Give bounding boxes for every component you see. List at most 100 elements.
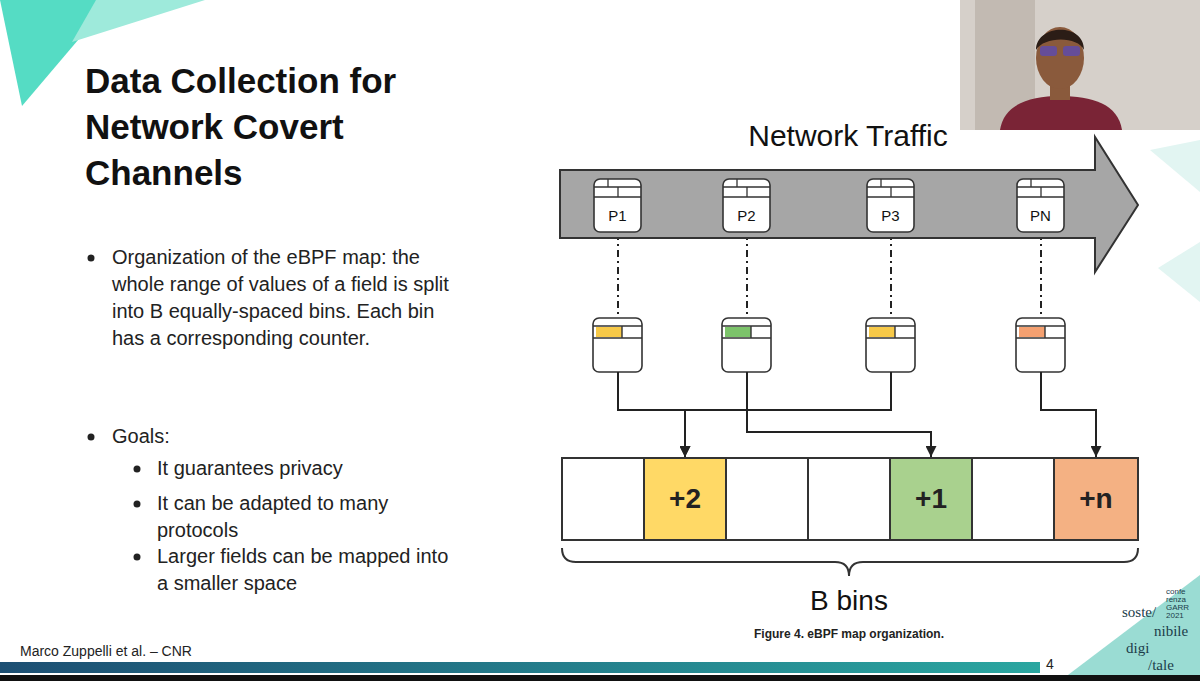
logo-text-holder: soste/: [1122, 604, 1166, 620]
logo-triangle: [1060, 575, 1200, 681]
dashed-connector: [617, 233, 619, 318]
counter-value: +n: [1079, 482, 1112, 516]
dashed-connector: [1040, 233, 1042, 318]
bin-label-holder: +2: [669, 482, 701, 516]
logo-text: 2021: [1166, 612, 1200, 620]
logo-text: nibile: [1154, 623, 1198, 639]
bullet-dot: [134, 554, 141, 561]
logo-text: renza: [1166, 596, 1200, 604]
logo-text-holder: nibile: [1154, 623, 1198, 639]
logo-text: digi: [1126, 640, 1166, 656]
webcam-glasses: [1040, 46, 1057, 56]
sub-bullet-text-holder: Larger fields can be mapped into a small…: [157, 543, 457, 597]
pale-triangle: [1158, 242, 1200, 302]
brace-label-holder: B bins: [749, 584, 949, 618]
author-footer-holder: Marco Zuppelli et al. – CNR: [20, 643, 420, 660]
packet-header: [867, 179, 914, 197]
traffic-arrow: Network TrafficP1 P2 P3 PN: [555, 112, 1145, 276]
solid-connector: [685, 372, 891, 457]
packet-label-holder: P1: [593, 198, 642, 233]
packet-outline: [1017, 179, 1064, 232]
packet-header: [723, 179, 770, 197]
teal-triangle: [72, 0, 205, 42]
packet-body: [1016, 318, 1065, 372]
dashed-connector: [746, 233, 748, 318]
packet-icon: [593, 318, 642, 372]
bottom-band: [0, 675, 1200, 681]
packet-label-holder: P3: [866, 198, 915, 233]
connector: [1041, 233, 1096, 457]
packet-label: P2: [737, 207, 755, 225]
webcam-shirt: [1000, 96, 1122, 130]
packet-field: [1019, 327, 1045, 337]
bullet-text: Goals:: [112, 423, 412, 450]
packet-shape: [1016, 178, 1065, 233]
page-number-holder: 4: [1046, 656, 1070, 673]
page-number: 4: [1046, 656, 1070, 673]
arrow-heading-holder: Network Traffic: [555, 118, 1141, 154]
logo-text: confe: [1166, 588, 1200, 596]
author-footer: Marco Zuppelli et al. – CNR: [20, 643, 420, 660]
bin-label-holder: +1: [915, 482, 947, 516]
webcam-view: [960, 0, 1200, 130]
packet-label: P1: [608, 207, 626, 225]
figure-caption-holder: Figure 4. eBPF map organization.: [679, 626, 1019, 642]
logo-text: GARR: [1166, 604, 1200, 612]
counter-bin: +1: [889, 457, 973, 541]
sub-bullet-text: Larger fields can be mapped into a small…: [157, 543, 457, 597]
packet-icons: [593, 318, 1065, 372]
packet-shape: [593, 178, 642, 233]
bullet-dot: [88, 255, 95, 262]
packet-field: [869, 327, 895, 337]
logo-text: soste/: [1122, 604, 1166, 620]
packet-outline: [594, 179, 641, 232]
packet-header: [594, 179, 641, 197]
packet-lines: [866, 326, 915, 338]
dashed-connector: [890, 233, 892, 318]
connector: [747, 233, 931, 457]
packet-shape: [722, 178, 771, 233]
packet-shape: [866, 178, 915, 233]
packet-body: [593, 318, 642, 372]
packet-box: P2: [722, 178, 771, 233]
logo-text-holder: 2021: [1166, 612, 1200, 620]
packet-lines: [1016, 326, 1065, 338]
bin-dividers: [644, 458, 1054, 540]
bullet-dot: [134, 501, 141, 508]
webcam-glasses: [1063, 46, 1080, 56]
packet-header: [1017, 179, 1064, 197]
packet-box: PN: [1016, 178, 1065, 233]
packet-label-holder: P2: [722, 198, 771, 233]
packet-field: [596, 327, 622, 337]
footer-bar: [0, 662, 1200, 681]
packet-lines: [722, 326, 771, 338]
bullet-text: Organization of the eBPF map: the whole …: [112, 244, 462, 352]
pale-triangle: [1150, 140, 1200, 192]
solid-connector: [1041, 372, 1096, 457]
packet-box: P3: [866, 178, 915, 233]
bin-label-holder: +n: [1079, 482, 1112, 516]
bullet-text-holder: Organization of the eBPF map: the whole …: [112, 244, 462, 352]
bin-strip: [562, 458, 1138, 576]
packet-field: [725, 327, 751, 337]
bullet-text-holder: Goals:: [112, 423, 412, 450]
packet-body: [866, 318, 915, 372]
bullet-dot: [134, 466, 141, 473]
logo-text-holder: GARR: [1166, 604, 1200, 612]
sub-bullet-text-holder: It can be adapted to many protocols: [157, 490, 457, 544]
brace-label: B bins: [749, 584, 949, 618]
packet-icon: [866, 318, 915, 372]
connector: [685, 233, 891, 457]
sub-bullet-text-holder: It guarantees privacy: [157, 455, 457, 482]
logo-text: /tale: [1148, 657, 1192, 673]
webcam-frame: [960, 0, 1200, 130]
sub-bullet-text: It guarantees privacy: [157, 455, 457, 482]
gradient-bar: [0, 662, 1040, 673]
counter-bin: +2: [643, 457, 727, 541]
slide-title: Data Collection for Network Covert Chann…: [85, 58, 485, 196]
logo-text-holder: /tale: [1148, 657, 1192, 673]
logo-text-holder: renza: [1166, 596, 1200, 604]
packet-label-holder: PN: [1016, 198, 1065, 233]
